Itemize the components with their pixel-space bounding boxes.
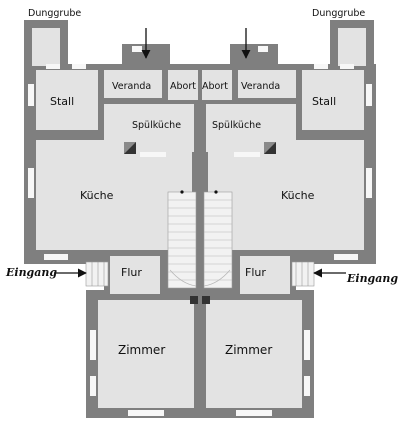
label-kueche-left: Küche (80, 189, 114, 202)
window (90, 376, 96, 396)
label-veranda-right: Veranda (241, 81, 280, 92)
window (28, 168, 34, 198)
entry-steps-left (85, 261, 109, 287)
wall-chimney-right (230, 44, 278, 66)
window (334, 254, 358, 260)
label-kueche-right: Küche (281, 189, 315, 202)
label-flur-right: Flur (245, 266, 266, 279)
room-kueche-right (208, 140, 364, 250)
window (304, 330, 310, 360)
window (140, 152, 166, 157)
room-dunggrube-left (32, 28, 60, 66)
window (28, 84, 34, 106)
room-flur-left (110, 256, 160, 294)
label-abort-left: Abort (170, 81, 196, 92)
label-flur-left: Flur (121, 266, 142, 279)
window (128, 410, 164, 416)
window (90, 330, 96, 360)
window (340, 64, 354, 69)
windows (28, 46, 372, 416)
window (46, 64, 60, 69)
window (234, 152, 260, 157)
window (258, 46, 268, 52)
room-stall-left (36, 70, 98, 130)
label-abort-right: Abort (202, 81, 228, 92)
stair-winder (203, 269, 231, 287)
labels: Dunggrube Dunggrube Stall Stall Veranda … (5, 8, 398, 357)
stair-winder (169, 269, 197, 287)
label-spuelkueche-left: Spülküche (132, 120, 181, 131)
label-spuelkueche-right: Spülküche (212, 120, 261, 131)
window (366, 168, 372, 198)
label-zimmer-left: Zimmer (118, 343, 165, 357)
label-zimmer-right: Zimmer (225, 343, 272, 357)
window (304, 376, 310, 396)
window (366, 84, 372, 106)
room-kueche-left (36, 140, 192, 250)
label-stall-right: Stall (312, 95, 336, 108)
stair-post (180, 190, 184, 194)
chimney-mark (202, 296, 210, 304)
stove-left-corner (124, 142, 136, 154)
room-zimmer-left (98, 300, 194, 408)
window (314, 64, 328, 69)
label-eingang-left: Eingang (5, 266, 57, 279)
chimney-mark (190, 296, 198, 304)
window (236, 410, 272, 416)
rooms (32, 28, 366, 408)
stoves (124, 142, 276, 304)
label-dunggrube-right: Dunggrube (312, 8, 365, 19)
room-veranda-left (104, 70, 162, 98)
staircase (167, 190, 233, 289)
stair-steps (168, 199, 232, 281)
label-dunggrube-left: Dunggrube (28, 8, 81, 19)
window (72, 64, 86, 69)
room-stall-right (302, 70, 364, 130)
room-abort-left (168, 70, 198, 100)
stair-post (214, 190, 218, 194)
room-abort-right (202, 70, 232, 100)
room-zimmer-right (206, 300, 302, 408)
entry-steps-right (291, 261, 315, 287)
stove-right-corner (264, 142, 276, 154)
room-flur-right (240, 256, 290, 294)
label-eingang-right: Eingang (346, 272, 398, 285)
window (44, 254, 68, 260)
label-stall-left: Stall (50, 95, 74, 108)
window (132, 46, 142, 52)
label-veranda-left: Veranda (112, 81, 151, 92)
room-veranda-right (238, 70, 296, 98)
room-dunggrube-right (338, 28, 366, 66)
arrows (54, 28, 346, 278)
